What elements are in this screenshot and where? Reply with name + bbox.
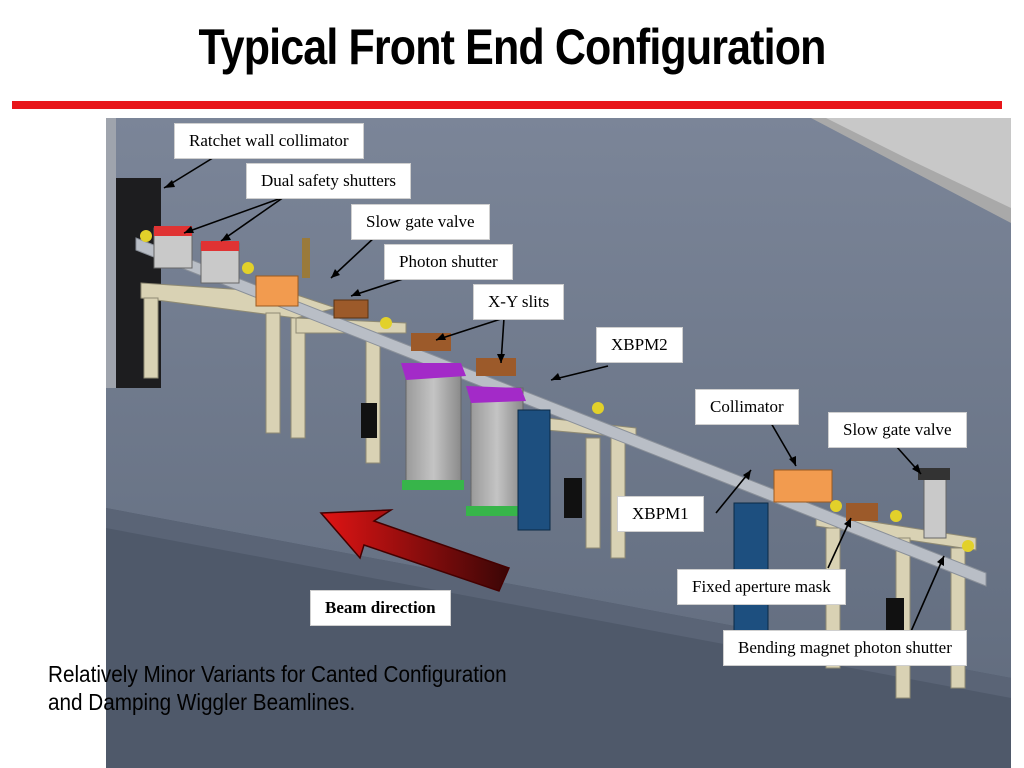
label-fixed-aperture-mask: Fixed aperture mask [677,569,846,605]
label-bending-magnet-photon-shutter: Bending magnet photon shutter [723,630,967,666]
slide-title: Typical Front End Configuration [198,19,826,75]
caption-line-1: Relatively Minor Variants for Canted Con… [48,661,507,687]
label-xbpm2: XBPM2 [596,327,683,363]
label-photon-shutter: Photon shutter [384,244,513,280]
label-dual-safety-shutters: Dual safety shutters [246,163,412,199]
label-slow-gate-valve-2: Slow gate valve [828,412,967,448]
slide-caption: Relatively Minor Variants for Canted Con… [48,660,516,716]
floor-edge [106,508,1011,768]
beam-direction-arrow [319,509,511,592]
label-xy-slits: X-Y slits [473,284,565,320]
label-collimator: Collimator [695,389,799,425]
title-underline [12,101,1002,109]
label-ratchet-wall-collimator: Ratchet wall collimator [174,123,364,159]
caption-line-2: and Damping Wiggler Beamlines. [48,689,356,715]
label-slow-gate-valve-1: Slow gate valve [351,204,490,240]
label-xbpm1: XBPM1 [617,496,704,532]
label-beam-direction: Beam direction [310,590,451,626]
